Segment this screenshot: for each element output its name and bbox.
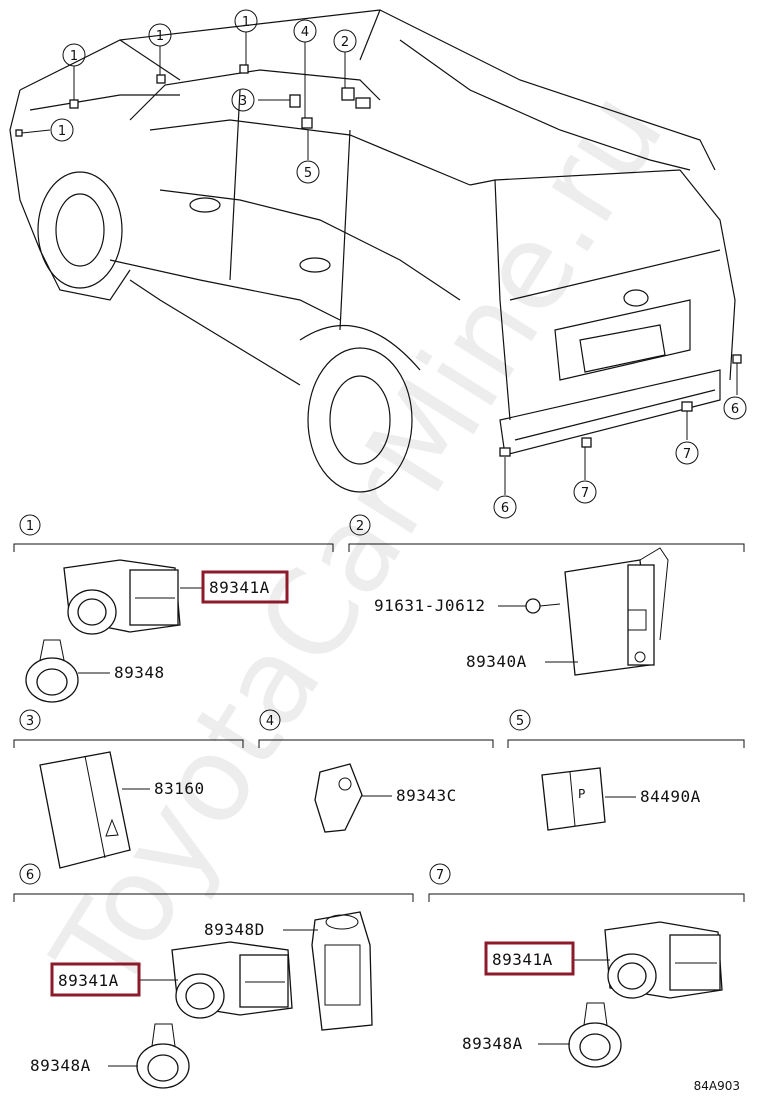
- part-label-89348A-6: 89348A: [30, 1056, 91, 1075]
- indicator-switch-part: [39, 751, 131, 869]
- callout-1a: 1: [62, 43, 86, 67]
- sensor-retainer-part-7: [568, 1002, 622, 1068]
- sensor-retainer-part: [25, 639, 79, 703]
- svg-text:7: 7: [581, 486, 589, 501]
- svg-text:1: 1: [26, 519, 34, 534]
- svg-text:4: 4: [266, 714, 274, 729]
- callout-7b: 7: [675, 441, 699, 465]
- svg-text:1: 1: [70, 49, 78, 64]
- svg-text:7: 7: [683, 447, 691, 462]
- callout-1b: 1: [148, 23, 172, 47]
- part-label-91631: 91631-J0612: [374, 596, 485, 615]
- callout-5: 5: [296, 160, 320, 184]
- parking-sensor-part-6: [171, 941, 293, 1019]
- part-label-83160: 83160: [154, 779, 205, 798]
- svg-text:7: 7: [436, 868, 444, 883]
- callout-2: 2: [333, 29, 357, 53]
- part-label-84490A: 84490A: [640, 787, 701, 806]
- parking-sensor-part-7: [604, 921, 723, 999]
- sonar-switch-part: P: [541, 767, 606, 831]
- part-label-89348: 89348: [114, 663, 165, 682]
- callout-3: 3: [231, 88, 255, 112]
- svg-text:P: P: [578, 787, 585, 801]
- svg-text:4: 4: [301, 25, 309, 40]
- part-label-89341A-7: 89341A: [492, 950, 553, 969]
- svg-text:6: 6: [501, 501, 509, 516]
- part-label-89341A-1: 89341A: [209, 578, 270, 597]
- svg-text:6: 6: [26, 868, 34, 883]
- svg-text:1: 1: [58, 124, 66, 139]
- callout-7a: 7: [573, 480, 597, 504]
- highlight-89341A-7: [484, 941, 575, 976]
- diagram-code: 84A903: [694, 1079, 740, 1093]
- svg-text:2: 2: [341, 35, 349, 50]
- part-label-89348A-7: 89348A: [462, 1034, 523, 1053]
- part-label-89343C: 89343C: [396, 786, 457, 805]
- callout-6a: 6: [493, 495, 517, 519]
- vehicle-illustration: [9, 9, 742, 493]
- svg-text:1: 1: [156, 29, 164, 44]
- vehicle-leaders: [21, 32, 738, 495]
- section-3: 3 83160: [13, 709, 244, 869]
- sensor-retainer-part-6: [136, 1023, 190, 1089]
- callout-6b: 6: [723, 396, 747, 420]
- section-4: 4 89343C: [258, 709, 494, 833]
- svg-text:3: 3: [26, 714, 34, 729]
- part-label-89348D: 89348D: [204, 920, 265, 939]
- svg-text:1: 1: [242, 15, 250, 30]
- sensor-holder-part: [311, 911, 373, 1031]
- svg-text:3: 3: [239, 94, 247, 109]
- buzzer-part: [314, 763, 363, 833]
- svg-text:5: 5: [304, 166, 312, 181]
- callout-4: 4: [293, 19, 317, 43]
- part-label-89340A: 89340A: [466, 652, 527, 671]
- svg-text:2: 2: [356, 519, 364, 534]
- svg-text:5: 5: [516, 714, 524, 729]
- part-label-89341A-6: 89341A: [58, 971, 119, 990]
- watermark: ToyotaCarMine.ru: [26, 68, 690, 1016]
- highlight-89341A-6: [50, 962, 141, 997]
- clearance-ecu-part: [564, 547, 669, 676]
- highlight-89341A-1: [201, 570, 289, 604]
- section-6: 6 89348D 89341A 89348A: [13, 863, 414, 1089]
- parking-sensor-part: [63, 559, 181, 635]
- callout-1c: 1: [234, 9, 258, 33]
- callout-1d: 1: [50, 118, 74, 142]
- section-1: 1 89341A 89348: [13, 514, 334, 703]
- section-2: 2 91631-J0612 89340A: [348, 514, 745, 676]
- svg-text:6: 6: [731, 402, 739, 417]
- section-5: 5 P 84490A: [507, 709, 745, 831]
- section-7: 7 89341A 89348A: [428, 863, 745, 1068]
- screw-part: [525, 598, 561, 614]
